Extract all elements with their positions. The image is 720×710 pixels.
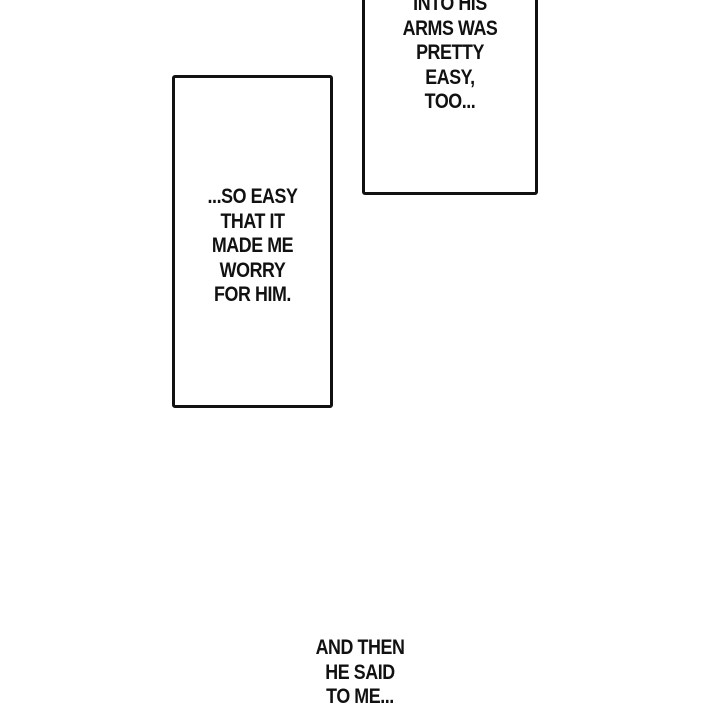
caption-text-top: INTO HIS ARMS WAS PRETTY EASY, TOO... xyxy=(402,0,498,113)
caption-box-middle xyxy=(172,75,333,408)
caption-box-top xyxy=(362,0,538,195)
caption-text-middle: ...SO EASY THAT IT MADE ME WORRY FOR HIM… xyxy=(207,185,298,306)
caption-text-bottom: AND THEN HE SAID TO ME... xyxy=(315,636,405,708)
